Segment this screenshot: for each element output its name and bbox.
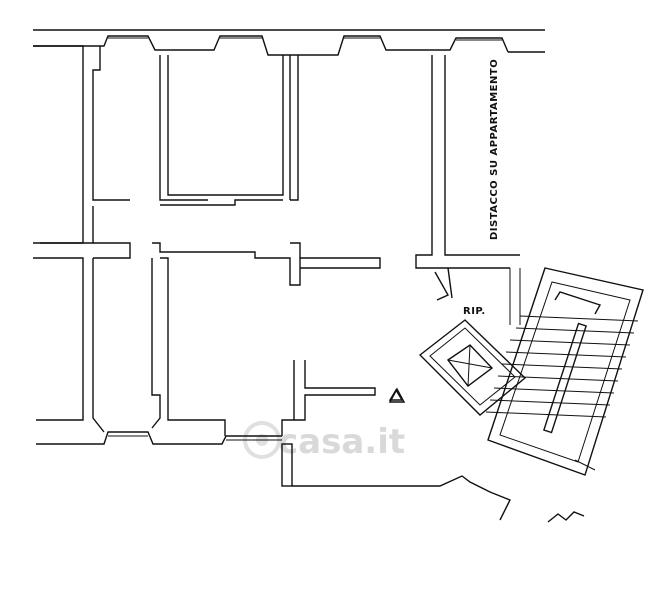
corridor-walls <box>40 46 299 433</box>
lower-room-walls <box>151 242 381 436</box>
right-corridor-walls <box>415 55 521 325</box>
lower-exterior-path <box>281 443 596 523</box>
watermark: casa.it <box>243 421 405 462</box>
left-rooms-walls <box>33 45 282 445</box>
watermark-text: casa.it <box>278 422 405 462</box>
distacco-label: DISTACCO SU APPARTAMENTO <box>489 59 500 240</box>
landing-label: RIP. <box>463 306 486 317</box>
staircase <box>485 267 644 476</box>
exterior-wall-top <box>33 29 545 56</box>
triangle-marker-icon <box>388 387 406 403</box>
